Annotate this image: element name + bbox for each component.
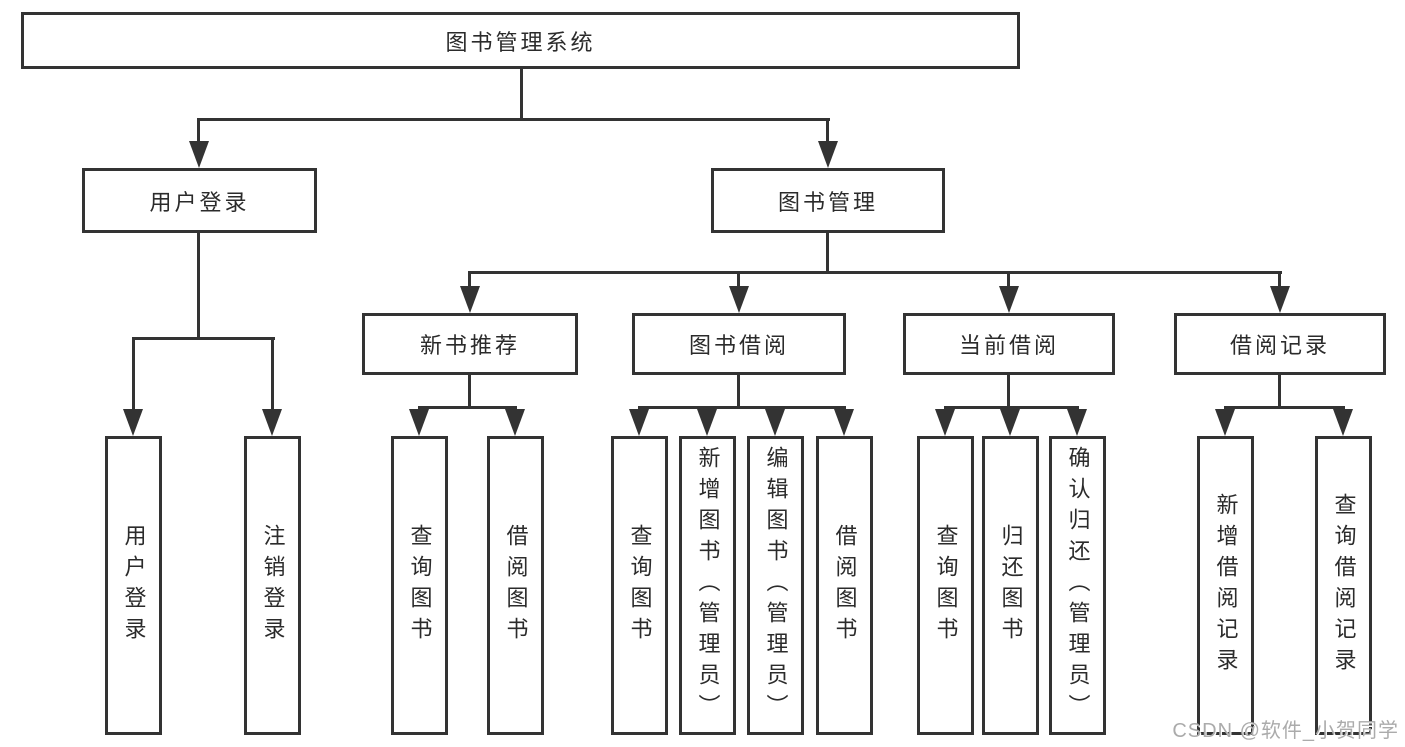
arrow-down-icon (818, 141, 838, 168)
leaf-confirm-return-admin: 确认归还（管理员） (1049, 436, 1106, 735)
arrow-down-icon (262, 409, 282, 436)
arrow-down-icon (505, 409, 525, 436)
node-book-management: 图书管理 (711, 168, 945, 233)
leaf-confirm-return-admin-label: 确认归还（管理员） (1065, 446, 1091, 725)
node-book-borrowing: 图书借阅 (632, 313, 846, 375)
connector-line (198, 118, 830, 121)
leaf-logout-label: 注销登录 (260, 523, 286, 648)
connector-line (1278, 375, 1281, 409)
connector-line (197, 233, 200, 340)
leaf-add-borrow-record-label: 新增借阅记录 (1213, 492, 1239, 679)
node-new-book-recommendation-label: 新书推荐 (419, 333, 520, 358)
arrow-down-icon (1333, 409, 1353, 436)
node-current-borrowing-label: 当前借阅 (958, 333, 1059, 358)
leaf-add-borrow-record: 新增借阅记录 (1197, 436, 1254, 735)
leaf-user-login: 用户登录 (105, 436, 162, 735)
connector-line (737, 375, 740, 409)
leaf-borrow-books-recommend-label: 借阅图书 (503, 523, 529, 648)
leaf-query-borrow-record: 查询借阅记录 (1315, 436, 1372, 735)
connector-line (826, 118, 829, 148)
node-user-login: 用户登录 (82, 168, 317, 233)
leaf-query-books-recommend-label: 查询图书 (407, 523, 433, 648)
node-book-management-label: 图书管理 (777, 189, 878, 215)
leaf-query-books-borrowing-label: 查询图书 (627, 523, 653, 648)
leaf-add-books-admin-label: 新增图书（管理员） (695, 446, 721, 725)
leaf-query-books-current: 查询图书 (917, 436, 974, 735)
node-current-borrowing: 当前借阅 (903, 313, 1115, 375)
arrow-down-icon (1000, 409, 1020, 436)
node-borrowing-records-label: 借阅记录 (1229, 333, 1330, 358)
arrow-down-icon (999, 286, 1019, 313)
node-book-borrowing-label: 图书借阅 (688, 333, 789, 358)
leaf-user-login-label: 用户登录 (121, 523, 147, 648)
connector-line (1007, 375, 1010, 409)
connector-line (271, 337, 274, 412)
leaf-return-books: 归还图书 (982, 436, 1039, 735)
connector-line (944, 406, 1079, 409)
connector-line (1007, 271, 1010, 289)
arrow-down-icon (1215, 409, 1235, 436)
connector-line (132, 337, 275, 340)
connector-line (1224, 406, 1345, 409)
arrow-down-icon (834, 409, 854, 436)
connector-line (737, 271, 740, 289)
watermark: CSDN @软件_小贺同学 (1172, 720, 1399, 742)
arrow-down-icon (1067, 409, 1087, 436)
arrow-down-icon (765, 409, 785, 436)
leaf-borrow-books-borrowing-label: 借阅图书 (832, 523, 858, 648)
leaf-query-borrow-record-label: 查询借阅记录 (1331, 492, 1357, 679)
arrow-down-icon (409, 409, 429, 436)
leaf-logout: 注销登录 (244, 436, 301, 735)
leaf-query-books-recommend: 查询图书 (391, 436, 448, 735)
node-root-label: 图书管理系统 (445, 29, 596, 55)
leaf-borrow-books-borrowing: 借阅图书 (816, 436, 873, 735)
arrow-down-icon (629, 409, 649, 436)
leaf-return-books-label: 归还图书 (998, 523, 1024, 648)
leaf-edit-books-admin: 编辑图书（管理员） (747, 436, 804, 735)
node-user-login-label: 用户登录 (149, 189, 250, 215)
arrow-down-icon (729, 286, 749, 313)
connector-line (197, 118, 200, 148)
connector-line (132, 337, 135, 412)
leaf-borrow-books-recommend: 借阅图书 (487, 436, 544, 735)
connector-line (638, 406, 846, 409)
arrow-down-icon (189, 141, 209, 168)
connector-line (1278, 271, 1281, 289)
connector-line (826, 233, 829, 274)
connector-line (468, 375, 471, 409)
leaf-query-books-borrowing: 查询图书 (611, 436, 668, 735)
arrow-down-icon (935, 409, 955, 436)
connector-line (418, 406, 517, 409)
leaf-add-books-admin: 新增图书（管理员） (679, 436, 736, 735)
node-root: 图书管理系统 (21, 12, 1020, 69)
arrow-down-icon (1270, 286, 1290, 313)
arrow-down-icon (697, 409, 717, 436)
arrow-down-icon (460, 286, 480, 313)
leaf-query-books-current-label: 查询图书 (933, 523, 959, 648)
node-borrowing-records: 借阅记录 (1174, 313, 1386, 375)
connector-line (469, 271, 1282, 274)
leaf-edit-books-admin-label: 编辑图书（管理员） (763, 446, 789, 725)
connector-line (468, 271, 471, 289)
connector-line (520, 69, 523, 118)
arrow-down-icon (123, 409, 143, 436)
node-new-book-recommendation: 新书推荐 (362, 313, 578, 375)
